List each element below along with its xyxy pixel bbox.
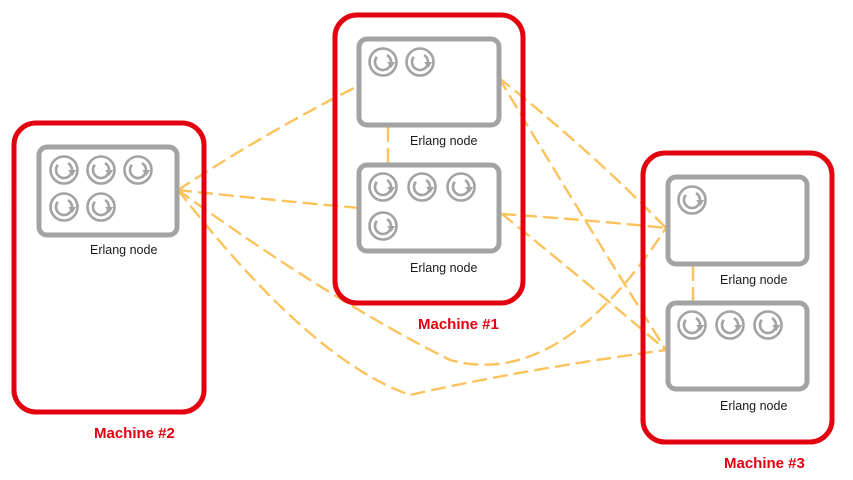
process-group: [368, 172, 476, 241]
process-icon: [446, 172, 476, 202]
node-label: Erlang node: [720, 273, 787, 287]
connection-line: [176, 188, 668, 366]
process-icon: [86, 155, 116, 185]
process-icon: [753, 310, 783, 340]
machine-label: Machine #3: [724, 455, 805, 472]
node-label: Erlang node: [90, 243, 157, 257]
machine-box: [640, 150, 835, 445]
process-icon: [123, 155, 153, 185]
machine-label: Machine #2: [94, 425, 175, 442]
machine-m1: Machine #1 Erlang node Erlang node: [332, 12, 526, 333]
process-group: [677, 310, 783, 340]
erlang-node-box: [356, 162, 502, 254]
erlang-node-box: [36, 144, 180, 238]
erlang-node-box: [356, 36, 502, 128]
process-group: [677, 185, 707, 215]
connection-line: [176, 83, 362, 192]
process-icon: [677, 185, 707, 215]
process-icon: [677, 310, 707, 340]
process-icon: [49, 155, 79, 185]
connection-line: [176, 188, 362, 210]
node-label: Erlang node: [410, 134, 477, 148]
machine-m2: Machine #2 Erlang node: [11, 120, 207, 442]
machine-label: Machine #1: [418, 316, 499, 333]
node-label: Erlang node: [720, 399, 787, 413]
process-icon: [407, 172, 437, 202]
process-icon: [49, 192, 79, 222]
process-group: [49, 155, 153, 222]
node-label: Erlang node: [410, 261, 477, 275]
process-icon: [86, 192, 116, 222]
erlang-node-box: [665, 174, 810, 267]
process-icon: [715, 310, 745, 340]
erlang-node-box: [665, 300, 810, 392]
machine-box: [11, 120, 207, 415]
machine-m3: Machine #3 Erlang node Erlang node: [640, 150, 835, 472]
process-icon: [405, 47, 435, 77]
process-group: [368, 47, 435, 77]
process-icon: [368, 211, 398, 241]
process-icon: [368, 172, 398, 202]
process-icon: [368, 47, 398, 77]
machine-box: [332, 12, 526, 306]
